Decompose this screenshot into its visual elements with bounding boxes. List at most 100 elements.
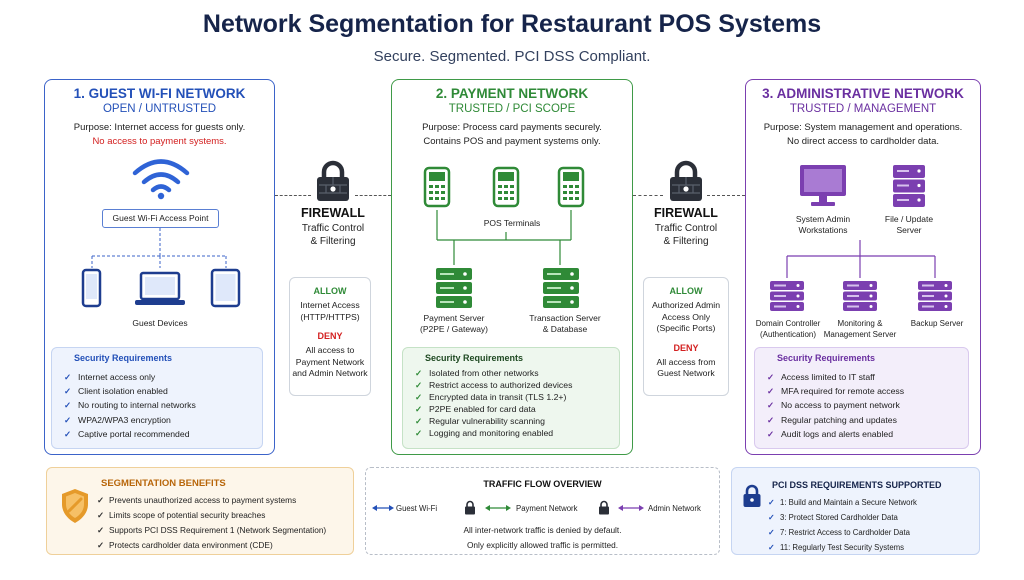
list-item: ✓Prevents unauthorized access to payment… [97,493,326,508]
traffic-flow-note: All inter-network traffic is denied by d… [463,525,622,550]
check-icon: ✓ [64,372,72,382]
guest-access-point: Guest Wi-Fi Access Point [102,209,219,228]
file-server-icon [893,165,925,207]
pos-terminals-label: POS Terminals [483,218,541,228]
smartphone-icon [81,268,102,308]
list-item: ✓Access limited to IT staff [767,370,904,384]
payment-security-list: ✓Isolated from other networks ✓Restrict … [415,367,572,439]
admin-purpose-line: No direct access to cardholder data. [786,135,940,147]
guest-device-connectors [91,228,227,268]
guest-purpose-text: Purpose: Internet access for guests only… [73,122,246,133]
domain-controller-icon [770,281,804,311]
deny-label: DENY [673,342,699,353]
list-item: ✓7: Restrict Access to Cardholder Data [768,525,917,540]
list-item: ✓Protects cardholder data environment (C… [97,538,326,553]
check-icon: ✓ [415,380,423,390]
payment-network-purpose: Purpose: Process card payments securely.… [396,121,628,148]
check-icon: ✓ [97,510,104,520]
payment-server-icon [436,268,472,308]
check-icon: ✓ [768,498,775,507]
backup-server-label: Backup Server [910,319,964,328]
check-icon: ✓ [767,372,775,382]
flow-arrow-admin [618,505,644,511]
check-icon: ✓ [767,386,775,397]
page-subtitle: Secure. Segmented. PCI DSS Compliant. [373,48,651,65]
connector-payment-firewall [633,195,663,196]
traffic-flow-panel: TRAFFIC FLOW OVERVIEW Guest Wi-Fi Paymen… [365,467,720,555]
list-item: ✓Restrict access to authorized devices [415,380,573,390]
benefits-title: SEGMENTATION BENEFITS [101,478,226,489]
check-icon: ✓ [415,428,423,438]
backup-server-icon [918,281,952,311]
list-item: ✓MFA required for remote access [767,384,904,398]
check-icon: ✓ [768,513,775,522]
check-icon: ✓ [97,540,104,550]
transaction-server-icon [543,268,579,308]
admin-security-title: Security Requirements [777,353,876,363]
page-title: Network Segmentation for Restaurant POS … [202,10,822,38]
guest-warning-text: No access to payment systems. [92,135,227,147]
list-item: ✓Supports PCI DSS Requirement 1 (Network… [97,523,326,538]
list-item: ✓Logging and monitoring enabled [415,428,554,438]
payment-purpose-line: Purpose: Process card payments securely. [422,122,602,133]
admin-security-list: ✓Access limited to IT staff ✓MFA require… [767,370,904,441]
guest-network-title: 1. GUEST WI-FI NETWORK [73,86,246,101]
admin-connectors [786,240,936,278]
admin-workstations-label: System Admin Workstations [795,214,851,235]
list-item: ✓1: Build and Maintain a Secure Network [768,495,917,510]
list-item: ✓Client isolation enabled [64,384,196,398]
allow-label: ALLOW [669,286,703,296]
firewall-right-sub-line: & Filtering [663,236,709,247]
check-icon: ✓ [767,414,775,425]
deny-rule: All access from Guest Network [656,356,716,379]
firewall-left-title: FIREWALL [301,206,365,220]
list-item: ✓11: Regularly Test Security Systems [768,540,917,555]
pci-title: PCI DSS REQUIREMENTS SUPPORTED [772,480,942,490]
flow-arrow-payment [485,505,511,511]
admin-network-title: 3. ADMINISTRATIVE NETWORK [762,86,964,101]
admin-security-requirements: Security Requirements ✓Access limited to… [754,347,969,449]
payment-connectors [436,210,572,265]
payment-security-requirements: Security Requirements ✓Isolated from oth… [402,347,620,449]
allow-rule: Internet Access (HTTP/HTTPS) [300,300,360,322]
list-item: ✓Limits scope of potential security brea… [97,508,326,523]
firewall-left-sub-line: & Filtering [310,236,356,247]
flow-lock-icon [465,500,475,515]
admin-network-purpose: Purpose: System management and operation… [750,121,976,148]
monitoring-server-label: Monitoring & Management Server [823,319,897,339]
check-icon: ✓ [64,414,72,425]
flow-guest-label: Guest Wi-Fi [396,504,438,513]
list-item: ✓Regular vulnerability scanning [415,416,545,426]
connector-firewall-payment [355,195,391,196]
guest-network-subtitle: OPEN / UNTRUSTED [102,103,217,115]
wifi-icon [132,159,190,200]
list-item: ✓No access to payment network [767,398,904,412]
deny-rule: All access to Payment Network and Admin … [292,345,368,378]
list-item: ✓Audit logs and alerts enabled [767,427,904,441]
pci-list: ✓1: Build and Maintain a Secure Network … [768,495,917,555]
guest-security-list: ✓Internet access only ✓Client isolation … [64,370,196,441]
flow-payment-label: Payment Network [516,504,578,513]
connector-guest-firewall [275,195,311,196]
deny-label: DENY [317,331,343,341]
check-icon: ✓ [64,400,72,411]
flow-lock-icon [599,500,609,515]
flow-arrow-guest [372,505,394,511]
shield-icon [62,489,88,523]
check-icon: ✓ [97,525,104,535]
check-icon: ✓ [415,368,423,378]
firewall-right-rules: ALLOW Authorized Admin Access Only (Spec… [643,277,729,396]
payment-purpose-line: Contains POS and payment systems only. [423,135,601,147]
guest-network-purpose: Purpose: Internet access for guests only… [49,121,270,148]
firewall-left-subtitle: Traffic Control & Filtering [283,222,383,248]
monitor-icon [800,165,846,206]
list-item: ✓3: Protect Stored Cardholder Data [768,510,917,525]
connector-firewall-admin [707,195,745,196]
admin-network-subtitle: TRUSTED / MANAGEMENT [789,103,937,115]
transaction-server-label: Transaction Server & Database [529,313,601,334]
firewall-left: FIREWALL Traffic Control & Filtering [283,160,383,248]
allow-label: ALLOW [313,286,347,296]
allow-rule: Authorized Admin Access Only (Specific P… [651,300,721,333]
firewall-right: FIREWALL Traffic Control & Filtering [636,160,736,248]
guest-security-title: Security Requirements [74,353,173,363]
